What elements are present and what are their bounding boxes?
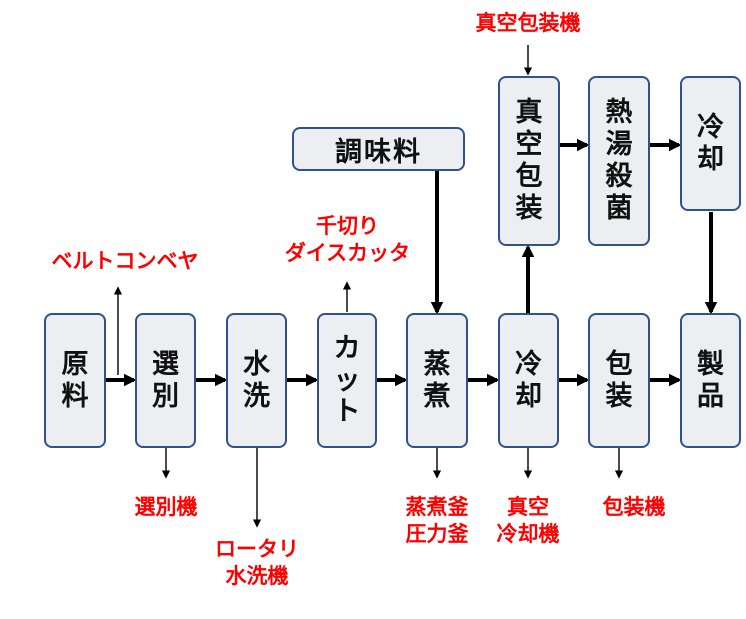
label-rotary-washer: ロータリ 水洗機 [215,537,299,589]
step-cooling-2: 冷却 [680,76,741,211]
step-steaming: 蒸煮 [406,313,468,448]
step-vacuum-packaging: 真空包装 [498,76,560,246]
seasoning-label: 調味料 [335,136,422,168]
step-raw-material-label: 原料 [61,348,89,412]
step-sorting: 選別 [135,313,196,448]
step-vacuum-packaging-label: 真空包装 [515,97,543,224]
label-vacuum-packaging-machine: 真空包装機 [475,11,581,35]
label-packaging-machine: 包装機 [602,495,666,519]
step-cutting: カット [317,313,377,448]
step-cooling-2-label: 冷却 [697,111,724,175]
label-dice-cutter: 千切り ダイスカッタ [284,214,411,266]
step-cooling-label: 冷却 [515,348,542,412]
step-washing-label: 水洗 [243,348,270,412]
step-packaging: 包装 [588,313,650,448]
seasoning-box: 調味料 [292,127,465,171]
step-cutting-label: カット [333,332,361,428]
step-packaging-label: 包装 [605,348,633,412]
label-vacuum-cooler: 真空 冷却機 [496,495,560,547]
step-product-label: 製品 [697,348,724,412]
label-steamer-pressure-cooker: 蒸煮釜 圧力釜 [405,495,469,547]
step-product: 製品 [680,313,741,448]
label-belt-conveyor: ベルトコンベヤ [51,249,199,273]
step-washing: 水洗 [226,313,287,448]
step-cooling: 冷却 [498,313,559,448]
step-raw-material: 原料 [44,313,106,448]
step-hot-water-sterilization-label: 熱湯殺菌 [605,97,633,224]
label-sorting-machine: 選別機 [134,495,198,519]
step-steaming-label: 蒸煮 [423,348,451,412]
step-hot-water-sterilization: 熱湯殺菌 [588,76,650,246]
step-sorting-label: 選別 [152,348,179,412]
